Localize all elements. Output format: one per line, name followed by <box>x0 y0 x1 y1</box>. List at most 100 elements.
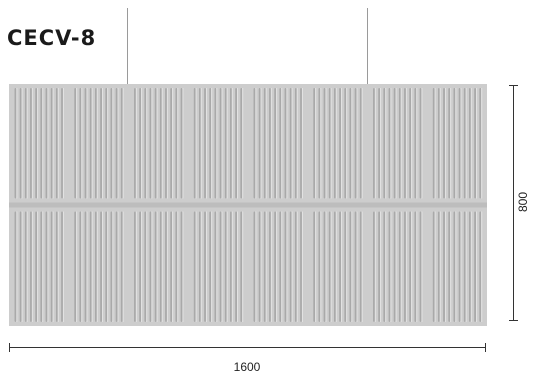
panel-groove <box>393 88 396 199</box>
panel-groove-highlight <box>356 88 358 199</box>
panel-groove-highlight <box>47 211 49 322</box>
panel-groove-highlight <box>205 211 207 322</box>
panel-groove <box>419 88 422 199</box>
panel-groove <box>448 211 451 322</box>
panel-groove <box>74 211 77 322</box>
panel-groove <box>165 211 167 322</box>
panel-groove-highlight <box>281 211 283 322</box>
panel-groove <box>61 211 63 322</box>
panel-groove <box>479 211 482 322</box>
panel-tile <box>193 211 244 322</box>
product-title: CECV-8 <box>7 26 97 50</box>
panel-groove-highlight <box>52 88 54 199</box>
panel-groove-highlight <box>112 88 114 199</box>
panel-groove <box>110 88 113 199</box>
panel-groove-highlight <box>237 88 239 199</box>
panel-groove-highlight <box>156 211 158 322</box>
panel-groove <box>253 211 256 322</box>
panel-groove-highlight <box>26 211 28 322</box>
panel-groove-highlight <box>177 88 179 199</box>
panel-groove-highlight <box>421 211 423 322</box>
panel-groove <box>120 88 123 199</box>
panel-groove-highlight <box>356 211 358 322</box>
panel-groove-highlight <box>231 211 233 322</box>
panel-groove-highlight <box>351 88 353 199</box>
panel-groove-highlight <box>351 211 353 322</box>
panel-groove <box>35 88 38 199</box>
panel-groove <box>240 211 243 322</box>
panel-groove <box>95 211 97 322</box>
panel-groove <box>235 88 238 199</box>
panel-tile <box>74 88 124 199</box>
panel-tile <box>134 88 184 199</box>
panel-groove <box>437 88 440 199</box>
panel-groove-highlight <box>276 88 278 199</box>
panel-groove <box>398 88 401 199</box>
panel-groove <box>61 88 63 199</box>
panel-groove <box>40 88 43 199</box>
panel-groove-highlight <box>101 88 104 199</box>
panel-groove <box>258 211 261 322</box>
panel-groove <box>474 211 477 322</box>
panel-groove <box>40 211 43 322</box>
panel-groove <box>344 211 347 322</box>
panel-groove-highlight <box>195 211 197 322</box>
panel-groove-highlight <box>200 88 202 199</box>
panel-groove-highlight <box>276 211 278 322</box>
panel-groove-highlight <box>42 211 44 322</box>
panel-groove <box>323 211 326 322</box>
height-dimension-tick-bottom <box>509 320 518 321</box>
panel-groove-highlight <box>301 211 303 322</box>
height-dimension-line <box>513 85 514 320</box>
panel-groove-highlight <box>107 88 109 199</box>
width-dimension-tick-right <box>485 343 486 352</box>
panel-groove-highlight <box>101 211 104 322</box>
panel-groove <box>437 211 440 322</box>
panel-groove <box>105 211 108 322</box>
panel-groove-highlight <box>91 211 93 322</box>
panel-groove-highlight <box>161 211 163 322</box>
panel-groove <box>175 88 178 199</box>
panel-groove <box>388 88 391 199</box>
panel-groove <box>224 88 227 199</box>
panel-groove-highlight <box>122 88 124 199</box>
panel-groove-highlight <box>380 211 382 322</box>
panel-groove-highlight <box>57 88 59 199</box>
panel-groove-highlight <box>81 211 83 322</box>
panel-groove <box>373 211 375 322</box>
panel-groove <box>453 211 456 322</box>
panel-groove <box>463 211 466 322</box>
panel-groove-highlight <box>395 211 397 322</box>
panel-groove-highlight <box>52 211 54 322</box>
panel-groove-highlight <box>281 88 283 199</box>
panel-groove-highlight <box>340 211 343 322</box>
panel-groove <box>224 211 227 322</box>
panel-groove-highlight <box>31 88 33 199</box>
panel-groove <box>149 211 152 322</box>
panel-groove-highlight <box>182 88 184 199</box>
panel-groove <box>419 211 422 322</box>
width-dimension-label: 1600 <box>233 360 261 374</box>
panel-tile <box>373 211 423 322</box>
panel-groove-highlight <box>455 211 457 322</box>
panel-groove-highlight <box>200 211 202 322</box>
panel-groove <box>354 88 357 199</box>
panel-groove <box>214 88 217 199</box>
panel-groove-highlight <box>237 211 239 322</box>
panel-groove <box>35 211 38 322</box>
panel-groove <box>448 88 451 199</box>
panel-groove <box>479 88 482 199</box>
panel-groove-highlight <box>195 88 197 199</box>
panel-groove-highlight <box>216 211 218 322</box>
panel-groove-highlight <box>122 211 124 322</box>
panel-groove <box>55 211 58 322</box>
panel-groove <box>204 211 206 322</box>
panel-groove-highlight <box>255 88 257 199</box>
panel-groove <box>170 88 173 199</box>
panel-groove <box>269 88 271 199</box>
panel-groove <box>263 88 266 199</box>
panel-groove <box>432 88 435 199</box>
panel-groove-highlight <box>315 88 317 199</box>
panel-groove <box>219 88 222 199</box>
acoustic-panel <box>9 84 487 326</box>
